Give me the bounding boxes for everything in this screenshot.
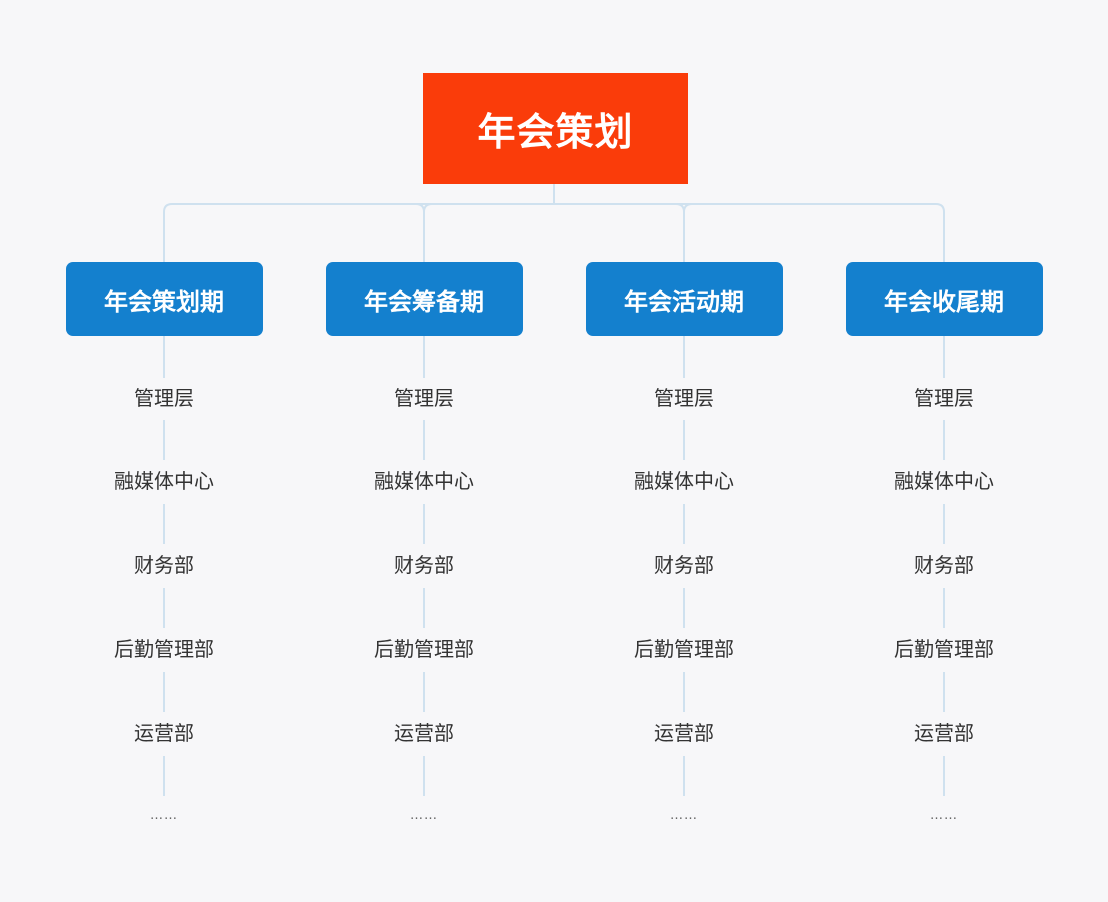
- department-item: 后勤管理部: [634, 637, 734, 661]
- department-item: 融媒体中心: [634, 469, 734, 493]
- department-item: 财务部: [654, 553, 714, 577]
- branch-drop-line: [163, 203, 173, 262]
- branch-drop-line: [415, 203, 433, 262]
- branch-drop-line: [675, 203, 693, 262]
- department-item: 管理层: [654, 386, 714, 410]
- phase-node-4: 年会收尾期: [845, 262, 1043, 336]
- more-ellipsis: ……: [670, 808, 698, 823]
- more-ellipsis: ……: [930, 808, 958, 823]
- department-item: 后勤管理部: [114, 637, 214, 661]
- root-node-title: 年会策划: [423, 73, 688, 184]
- phase-node-3: 年会活动期: [585, 262, 783, 336]
- department-item: 财务部: [134, 553, 194, 577]
- more-ellipsis: ……: [410, 808, 438, 823]
- more-ellipsis: ……: [150, 808, 178, 823]
- department-item: 运营部: [914, 721, 974, 745]
- department-item: 运营部: [134, 721, 194, 745]
- department-item: 运营部: [394, 721, 454, 745]
- branch-drop-line: [935, 203, 945, 262]
- department-item: 融媒体中心: [114, 469, 214, 493]
- department-item: 财务部: [394, 553, 454, 577]
- department-item: 管理层: [134, 386, 194, 410]
- department-item: 管理层: [914, 386, 974, 410]
- phase-node-1: 年会策划期: [65, 262, 263, 336]
- department-item: 后勤管理部: [374, 637, 474, 661]
- department-item: 财务部: [914, 553, 974, 577]
- department-item: 运营部: [654, 721, 714, 745]
- department-item: 融媒体中心: [894, 469, 994, 493]
- department-item: 管理层: [394, 386, 454, 410]
- department-item: 融媒体中心: [374, 469, 474, 493]
- department-item: 后勤管理部: [894, 637, 994, 661]
- phase-node-2: 年会筹备期: [325, 262, 523, 336]
